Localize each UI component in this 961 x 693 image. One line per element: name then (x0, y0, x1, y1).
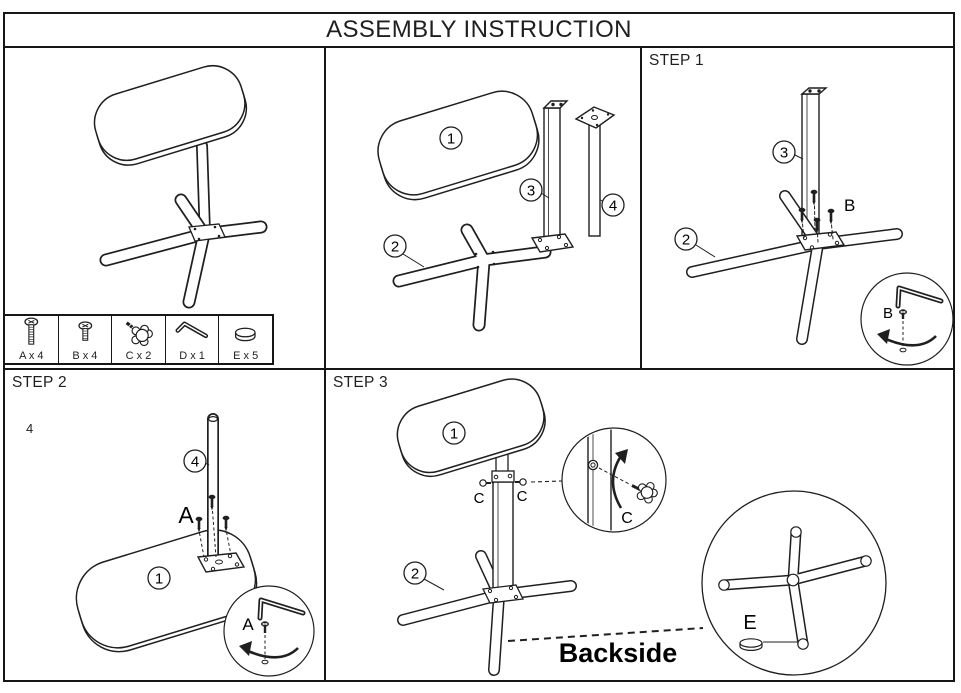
part-badge-1: 1 (439, 126, 463, 150)
hardware-item-b: B x 4 (59, 316, 113, 363)
backside-label: Backside (559, 638, 678, 668)
bolt-a-icons (195, 494, 232, 558)
hardware-label: E x 5 (233, 350, 259, 362)
part-badge-2: 2 (674, 227, 716, 258)
joint-collar-drawing (491, 470, 515, 483)
tabletop-drawing (93, 65, 248, 166)
part-badge-3: 3 (772, 140, 804, 164)
svg-text:2: 2 (391, 239, 399, 256)
svg-text:4: 4 (191, 454, 199, 471)
panel-step3: STEP 3 (326, 370, 953, 680)
column-drawing (491, 470, 515, 593)
assembled-table-illustration (93, 65, 268, 309)
step3-label: STEP 3 (333, 374, 388, 391)
detail-circle-a: A (223, 585, 315, 677)
hardware-label: A x 4 (19, 350, 44, 362)
base-drawing (99, 193, 268, 309)
pole-drawing (207, 413, 219, 563)
base-drawing (392, 223, 552, 332)
nut-icon (587, 459, 599, 471)
allen-key-icon (895, 285, 944, 309)
part-badge-4: 4 (600, 193, 625, 217)
cap-icon (739, 638, 763, 651)
panel-step1: STEP 1 (642, 48, 953, 370)
column-drawing (530, 100, 575, 253)
bolt-a-icon (261, 621, 269, 633)
star-knob-icon (631, 481, 658, 504)
svg-text:1: 1 (450, 426, 458, 443)
part-badge-1: 1 (147, 566, 171, 590)
step1-illustration: B 3 2 (674, 87, 953, 366)
page-title: ASSEMBLY INSTRUCTION (326, 16, 632, 43)
cap-icon (235, 327, 257, 342)
panel-step2: STEP 2 4 (5, 370, 326, 680)
hardware-item-a: A x 4 (5, 316, 59, 363)
knob-c-right-icon (515, 478, 527, 486)
part-badge-2: 2 (383, 234, 425, 268)
allen-key-icon (175, 321, 208, 339)
hardware-item-d: D x 1 (166, 316, 220, 363)
base-drawing (397, 550, 577, 676)
rotation-arrow-icon (611, 449, 628, 509)
base-plate-drawing (482, 584, 524, 604)
step1-label: STEP 1 (649, 52, 704, 69)
bolt-a-label: A (178, 502, 194, 528)
svg-text:3: 3 (780, 145, 788, 162)
detail-circle-b: B (860, 272, 953, 366)
hardware-label: C x 2 (125, 350, 152, 362)
column-drawing (800, 87, 828, 237)
instruction-sheet: ASSEMBLY INSTRUCTION (3, 12, 955, 682)
allen-key-icon (257, 597, 306, 621)
tabletop-drawing (396, 378, 546, 478)
stray-number: 4 (26, 421, 34, 436)
part-badge-3: 3 (519, 178, 550, 202)
exploded-parts-illustration: 1 2 3 4 (377, 90, 625, 332)
mounting-plate-drawing (196, 552, 246, 573)
long-bolt-icon (24, 317, 39, 345)
part-badge-2: 2 (403, 561, 445, 591)
svg-text:2: 2 (411, 566, 419, 583)
detail-circle-c: C (561, 427, 667, 533)
backside-detail-circle: E (701, 490, 887, 676)
detail-b-label: B (883, 305, 893, 322)
knob-c-left-icon (479, 479, 495, 487)
svg-text:3: 3 (527, 183, 535, 200)
detail-a-label: A (242, 615, 254, 634)
bolt-b-icon (899, 309, 907, 319)
rotation-arrow-icon (239, 641, 299, 659)
column-drawing (196, 140, 211, 242)
short-bolt-icon (77, 321, 92, 341)
title-bar: ASSEMBLY INSTRUCTION (5, 14, 953, 48)
step3-illustration: C C 1 2 (396, 378, 887, 676)
hardware-label: B x 4 (72, 350, 98, 362)
knob-c-right-label: C (517, 488, 528, 505)
hardware-item-e: E x 5 (219, 316, 272, 363)
svg-text:4: 4 (609, 198, 617, 215)
rotation-arrow-icon (877, 329, 937, 347)
step2-label: STEP 2 (12, 374, 67, 391)
hardware-list: A x 4 B x 4 (5, 314, 274, 365)
panel-overview: A x 4 B x 4 (5, 48, 326, 370)
part-badge-4: 4 (183, 449, 210, 473)
detail-c-label: C (621, 510, 633, 527)
star-knob-icon (125, 321, 154, 347)
panels-grid: A x 4 B x 4 (5, 48, 953, 680)
svg-text:1: 1 (447, 131, 455, 148)
hardware-item-c: C x 2 (112, 316, 166, 363)
pole-drawing (574, 106, 616, 237)
cap-e-label: E (743, 612, 756, 634)
step2-illustration: A 4 1 (75, 413, 315, 677)
bolt-b-label: B (844, 196, 855, 215)
bolt-b-icons (798, 189, 835, 243)
backside-dashed-line (507, 627, 704, 642)
detail-leader-dashed-line (530, 480, 563, 483)
svg-text:2: 2 (682, 232, 690, 249)
base-underside-drawing (718, 526, 872, 650)
part-badge-1: 1 (442, 421, 466, 445)
hardware-label: D x 1 (179, 350, 205, 362)
panel-parts-exploded: 1 2 3 4 (326, 48, 642, 370)
knob-c-left-label: C (474, 490, 485, 507)
base-plate-drawing (188, 223, 226, 242)
svg-text:1: 1 (155, 571, 163, 588)
